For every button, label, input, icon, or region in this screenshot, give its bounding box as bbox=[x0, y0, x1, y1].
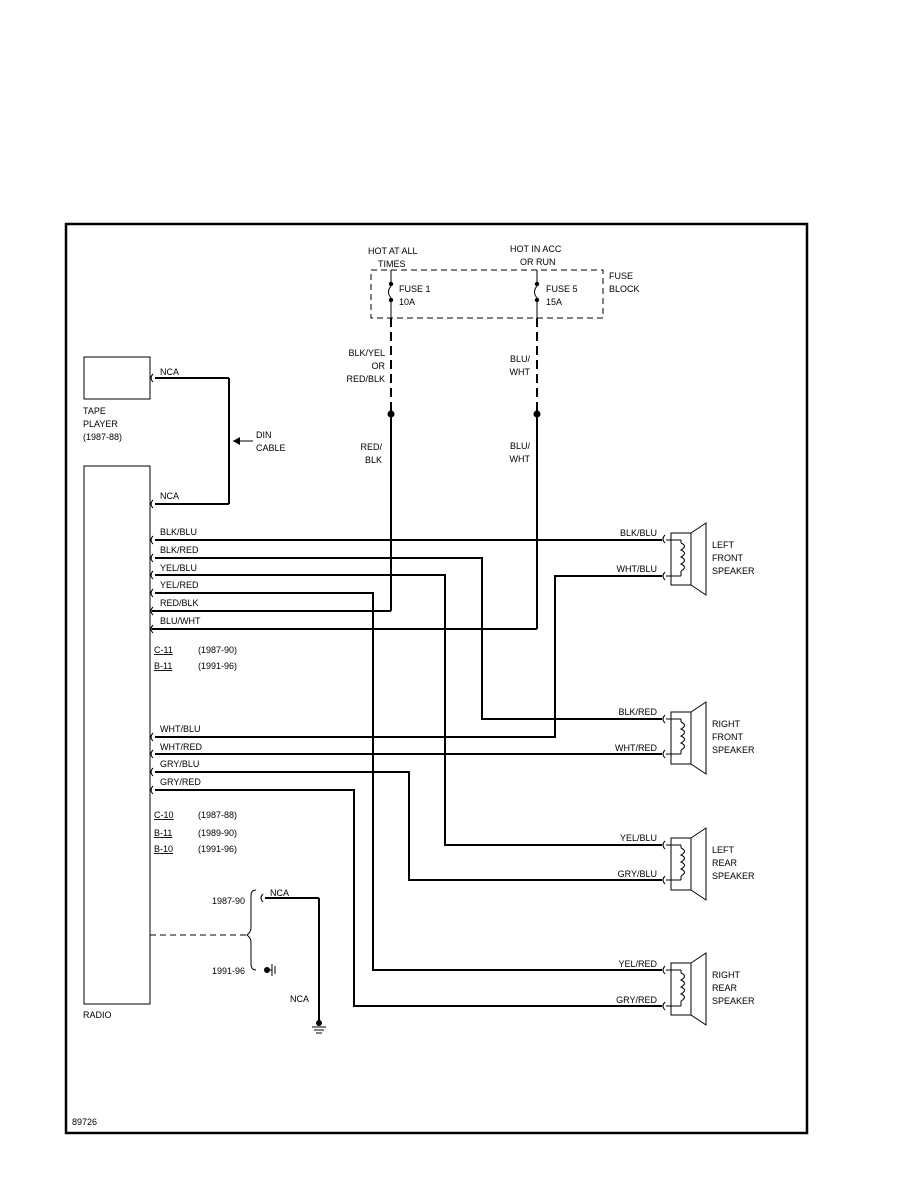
left-rear-name-line3: SPEAKER bbox=[712, 871, 755, 881]
tape-player-box bbox=[83, 356, 151, 400]
feed-left-top-line1: BLK/YEL bbox=[348, 348, 385, 358]
ground-icon bbox=[312, 1020, 326, 1034]
left-rear-wire-top: YEL/BLU bbox=[620, 833, 657, 843]
ground-section: 1987-90 1991-96 NCA NCA bbox=[150, 888, 326, 1034]
radio-wire-blk-blu: BLK/BLU bbox=[160, 527, 197, 537]
left-front-name-line1: LEFT bbox=[712, 540, 735, 550]
fuse-block-outline bbox=[370, 269, 604, 319]
fuse-1-rating: 10A bbox=[399, 297, 415, 307]
diagram-frame bbox=[64, 222, 809, 1135]
fuse-5-label: FUSE 5 bbox=[546, 284, 578, 294]
ground-year-top: 1987-90 bbox=[212, 896, 245, 906]
feed-left-bottom-line1: RED/ bbox=[360, 442, 382, 452]
feed-left-bottom-line2: BLK bbox=[365, 455, 382, 465]
tape-nca-bottom: NCA bbox=[160, 491, 179, 501]
hot-in-acc-line1: HOT IN ACC bbox=[510, 244, 562, 254]
feed-right-top-line2: WHT bbox=[510, 367, 531, 377]
tape-player: TAPE PLAYER (1987-88) NCA NCA DIN CABLE bbox=[83, 356, 286, 509]
right-front-name-line1: RIGHT bbox=[712, 719, 741, 729]
left-front-name-line2: FRONT bbox=[712, 553, 743, 563]
feed-right-bottom-line2: WHT bbox=[510, 454, 531, 464]
fuse-1-symbol bbox=[388, 270, 394, 318]
right-front-name-line3: SPEAKER bbox=[712, 745, 755, 755]
radio-label: RADIO bbox=[83, 1010, 112, 1020]
right-rear-name-line2: REAR bbox=[712, 983, 738, 993]
figure-id: 89726 bbox=[72, 1117, 97, 1127]
radio-wire-yel-blu: YEL/BLU bbox=[160, 563, 197, 573]
right-front-wire-bottom: WHT/RED bbox=[615, 743, 657, 753]
connector-code-b11-b: B-11 bbox=[154, 828, 172, 838]
radio-wire-wht-red: WHT/RED bbox=[160, 742, 202, 752]
speaker-wires bbox=[155, 539, 662, 1007]
radio-terminals bbox=[150, 535, 154, 795]
feed-right-bottom-line1: BLU/ bbox=[510, 441, 531, 451]
right-rear-name-line1: RIGHT bbox=[712, 970, 741, 980]
feed-left-top-line3: RED/BLK bbox=[346, 374, 385, 384]
right-rear-wire-top: YEL/RED bbox=[618, 959, 657, 969]
left-rear-name-line1: LEFT bbox=[712, 845, 735, 855]
connector-years-b11: (1991-96) bbox=[198, 661, 237, 671]
left-front-wire-bottom: WHT/BLU bbox=[617, 564, 658, 574]
feed-wires: BLK/YEL OR RED/BLK RED/ BLK BLU/ WHT BLU… bbox=[152, 318, 541, 630]
connector-code-c10: C-10 bbox=[154, 810, 174, 820]
fuse-block-label-line1: FUSE bbox=[609, 271, 633, 281]
fuse-block-label-line2: BLOCK bbox=[609, 284, 640, 294]
hot-in-acc-line2: OR RUN bbox=[520, 257, 556, 267]
speaker-left-rear bbox=[662, 827, 707, 901]
right-front-name-line2: FRONT bbox=[712, 732, 743, 742]
fuse-5-rating: 15A bbox=[546, 297, 562, 307]
radio-wire-red-blk: RED/BLK bbox=[160, 598, 199, 608]
feed-right-top-line1: BLU/ bbox=[510, 354, 531, 364]
hot-at-all-times-line2: TIMES bbox=[378, 259, 406, 269]
speaker-right-rear bbox=[662, 952, 707, 1026]
fuse-1-label: FUSE 1 bbox=[399, 284, 431, 294]
radio-wire-blk-red: BLK/RED bbox=[160, 545, 199, 555]
hot-at-all-times-line1: HOT AT ALL bbox=[368, 246, 418, 256]
connector-years-b10: (1991-96) bbox=[198, 844, 237, 854]
connector-years-b11-b: (1989-90) bbox=[198, 828, 237, 838]
tape-nca-top: NCA bbox=[160, 367, 179, 377]
radio-wire-wht-blu: WHT/BLU bbox=[160, 724, 201, 734]
tape-player-label-line1: TAPE bbox=[83, 406, 106, 416]
left-rear-wire-bottom: GRY/BLU bbox=[618, 869, 657, 879]
left-front-wire-top: BLK/BLU bbox=[620, 528, 657, 538]
chassis-ground-icon bbox=[264, 964, 276, 976]
connector-years-c10: (1987-88) bbox=[198, 810, 237, 820]
tape-player-label-line2: PLAYER bbox=[83, 419, 118, 429]
radio-wire-gry-red: GRY/RED bbox=[160, 777, 201, 787]
tape-player-label-line3: (1987-88) bbox=[83, 432, 122, 442]
connector-years-c11: (1987-90) bbox=[198, 645, 237, 655]
left-front-name-line3: SPEAKER bbox=[712, 566, 755, 576]
radio-wire-blu-wht: BLU/WHT bbox=[160, 616, 201, 626]
radio: RADIO BLK/BLU BLK/RED YEL/BLU YEL/RED RE… bbox=[83, 465, 237, 1020]
ground-nca-bottom: NCA bbox=[290, 994, 309, 1004]
connector-code-b10: B-10 bbox=[154, 844, 173, 854]
fuse-5-symbol bbox=[534, 270, 540, 318]
ground-nca-top: NCA bbox=[270, 888, 289, 898]
din-cable-line2: CABLE bbox=[256, 443, 286, 453]
speaker-left-front bbox=[662, 522, 707, 596]
ground-year-bottom: 1991-96 bbox=[212, 966, 245, 976]
connector-code-c11: C-11 bbox=[154, 645, 173, 655]
connector-code-b11: B-11 bbox=[154, 661, 172, 671]
radio-wire-yel-red: YEL/RED bbox=[160, 580, 199, 590]
left-rear-name-line2: REAR bbox=[712, 858, 738, 868]
right-front-wire-top: BLK/RED bbox=[618, 707, 657, 717]
right-rear-name-line3: SPEAKER bbox=[712, 996, 755, 1006]
feed-left-top-line2: OR bbox=[372, 361, 386, 371]
radio-box bbox=[83, 465, 151, 1005]
right-rear-wire-bottom: GRY/RED bbox=[616, 995, 657, 1005]
fuse-block: HOT AT ALL TIMES HOT IN ACC OR RUN FUSE … bbox=[368, 244, 640, 319]
din-cable-line1: DIN bbox=[256, 430, 272, 440]
speaker-right-front bbox=[662, 701, 707, 775]
radio-wire-gry-blu: GRY/BLU bbox=[160, 759, 199, 769]
